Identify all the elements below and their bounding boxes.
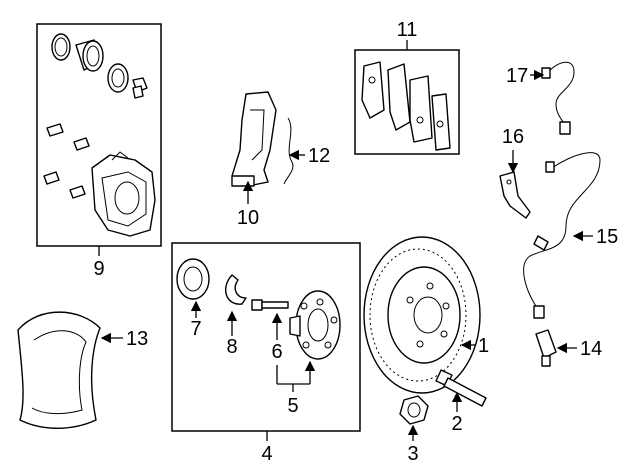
callout-2: 2: [451, 413, 462, 435]
abs-wheel-speed-sensor-front: [535, 329, 557, 367]
callout-13: 13: [126, 328, 148, 350]
bearing-snap-ring: [224, 274, 247, 305]
callout-12: 12: [308, 145, 330, 167]
caliper-mounting-bracket: [231, 91, 277, 187]
callout-10: 10: [237, 207, 259, 229]
axle-nut: [399, 395, 429, 425]
callout-16: 16: [502, 126, 524, 148]
callout-4: 4: [261, 443, 272, 465]
callout-3: 3: [407, 443, 418, 465]
hub-bearing-group-box: [171, 242, 361, 432]
caliper-guide-pin-lower: [43, 171, 86, 199]
piston-dust-boot: [107, 63, 129, 93]
pad-wear-sensor: [283, 117, 294, 185]
caliper-housing: [91, 151, 156, 237]
caliper-guide-pin-upper: [46, 123, 90, 151]
wheel-stud: [251, 299, 289, 311]
callout-15: 15: [596, 226, 618, 248]
callout-1: 1: [478, 335, 489, 357]
callout-6: 6: [271, 341, 282, 363]
sensor-bracket: [499, 171, 531, 219]
hub-bolt: [435, 369, 487, 407]
callout-11: 11: [397, 19, 418, 41]
bleeder-screw: [132, 77, 148, 99]
callout-5: 5: [287, 395, 298, 417]
callout-7: 7: [190, 318, 201, 340]
brake-pad-set: [361, 61, 451, 151]
brake-splash-shield: [17, 311, 101, 429]
callout-9: 9: [93, 258, 104, 280]
wheel-bearing: [176, 258, 210, 300]
caliper-piston: [75, 39, 104, 72]
callout-14: 14: [580, 338, 602, 360]
callout-17: 17: [506, 65, 528, 87]
brake-rotor: [363, 236, 481, 394]
abs-sensor-harness: [523, 152, 601, 319]
wheel-hub: [289, 290, 341, 360]
callout-8: 8: [226, 336, 237, 358]
abs-wheel-speed-sensor-rear: [541, 61, 575, 135]
caliper-seal-ring: [51, 33, 71, 61]
